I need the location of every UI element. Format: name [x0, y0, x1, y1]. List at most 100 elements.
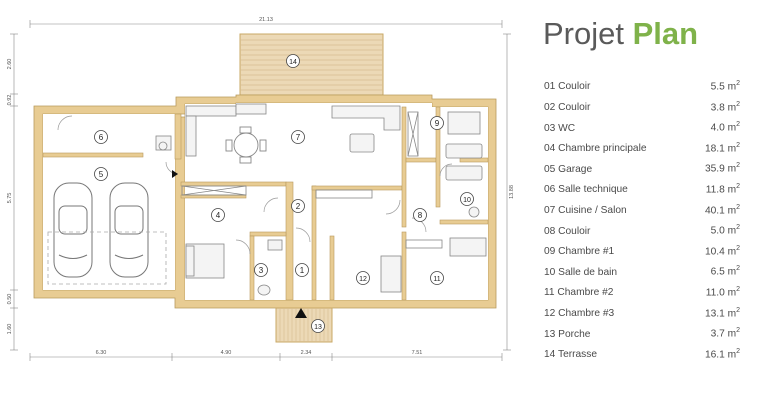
room-list-item: 06 Salle technique 11.8 m2 — [544, 183, 740, 204]
room-area: 6.5 m2 — [710, 265, 740, 278]
room-area: 16.1 m2 — [704, 347, 740, 361]
room-area: 40.1 m2 — [704, 203, 740, 216]
room-marker-1: 1 — [295, 263, 309, 277]
room-marker-10: 10 — [460, 192, 474, 206]
dim-left-5: 1.60 — [7, 324, 13, 335]
dim-left-4: 0.50 — [7, 294, 13, 305]
room-name: 07 Cuisine / Salon — [544, 204, 627, 216]
room-marker-13: 13 — [311, 319, 325, 333]
room-marker-label: 1 — [300, 266, 305, 275]
room-list-item: 13 Porche 3.7 m2 — [544, 327, 740, 348]
room-marker-label: 10 — [463, 197, 471, 204]
room-marker-12: 12 — [356, 271, 370, 285]
room-marker-label: 5 — [99, 170, 104, 179]
room-area: 11.8 m2 — [705, 182, 740, 196]
room-list-item: 10 Salle de bain 6.5 m2 — [544, 265, 740, 286]
room-area: 13.1 m2 — [704, 306, 740, 319]
room-marker-label: 12 — [359, 276, 367, 283]
interior-walls — [42, 106, 489, 301]
dimension-labels: 21.13 6.30 4.90 2.34 7.51 2.60 0.92 5.75… — [7, 17, 515, 356]
room-list-item: 07 Cuisine / Salon 40.1 m2 — [544, 204, 740, 225]
room-name: 08 Couloir — [544, 225, 591, 237]
room-marker-8: 8 — [413, 208, 427, 222]
room-marker-label: 4 — [216, 211, 221, 220]
room-marker-14: 14 — [286, 54, 300, 68]
car-icon — [53, 182, 93, 278]
room-marker-label: 6 — [99, 133, 104, 142]
dim-left-3: 5.75 — [7, 193, 13, 204]
room-marker-label: 7 — [296, 133, 301, 142]
room-list-item: 09 Chambre #1 10.4 m2 — [544, 245, 740, 266]
small-entrance-arrow-icon — [172, 170, 178, 178]
room-area: 5.5 m2 — [710, 80, 740, 93]
room-area: 3.7 m2 — [710, 327, 740, 340]
room-marker-11: 11 — [430, 271, 444, 285]
room-name: 04 Chambre principale — [544, 143, 647, 155]
room-name: 14 Terrasse — [544, 349, 598, 361]
room-marker-9: 9 — [430, 116, 444, 130]
room-marker-label: 9 — [435, 119, 440, 128]
room-marker-5: 5 — [94, 167, 108, 181]
room-list-item: 01 Couloir 5.5 m2 — [544, 80, 740, 101]
room-area: 18.1 m2 — [704, 141, 740, 155]
dim-bottom-1: 6.30 — [96, 350, 107, 356]
entrance-arrow-icon — [295, 308, 307, 318]
room-marker-6: 6 — [94, 130, 108, 144]
dim-bottom-3: 2.34 — [301, 350, 312, 356]
room-marker-label: 13 — [314, 324, 322, 331]
dim-left-2: 0.92 — [7, 95, 13, 106]
room-area: 10.4 m2 — [704, 244, 740, 258]
room-marker-7: 7 — [291, 130, 305, 144]
page-title: Projet Plan — [543, 12, 698, 56]
room-list-item: 12 Chambre #3 13.1 m2 — [544, 307, 740, 328]
room-marker-label: 2 — [296, 202, 301, 211]
dim-bottom-4: 7.51 — [412, 350, 423, 356]
cabinets — [181, 111, 443, 249]
dim-right: 13.88 — [509, 185, 515, 199]
room-marker-label: 3 — [259, 266, 264, 275]
room-marker-label: 11 — [433, 276, 440, 283]
bathroom-fixtures — [155, 135, 483, 296]
room-list-item: 03 WC 4.0 m2 — [544, 121, 740, 142]
dim-top-total: 21.13 — [259, 17, 273, 23]
room-marker-2: 2 — [291, 199, 305, 213]
room-area: 35.9 m2 — [704, 162, 740, 175]
room-list-item: 05 Garage 35.9 m2 — [544, 162, 740, 183]
bed — [185, 111, 487, 293]
kitchen-counter — [185, 103, 267, 157]
room-name: 09 Chambre #1 — [544, 246, 615, 258]
room-name: 05 Garage — [544, 163, 593, 175]
room-area: 5.0 m2 — [710, 224, 740, 237]
dim-left-1: 2.60 — [7, 59, 13, 70]
room-area: 4.0 m2 — [710, 121, 740, 134]
room-marker-4: 4 — [211, 208, 225, 222]
room-name: 03 WC — [544, 122, 576, 134]
room-name: 10 Salle de bain — [544, 266, 618, 278]
room-name: 13 Porche — [544, 328, 591, 340]
room-name: 01 Couloir — [544, 81, 591, 93]
room-marker-3: 3 — [254, 263, 268, 277]
room-list-item: 04 Chambre principale 18.1 m2 — [544, 142, 740, 163]
door-swings — [57, 115, 453, 255]
dining-table — [225, 126, 267, 164]
title-part-2: Plan — [632, 16, 699, 51]
car-icon — [109, 182, 149, 278]
room-name: 06 Salle technique — [544, 184, 628, 196]
sofa — [331, 105, 401, 153]
dimension-lines — [10, 20, 511, 361]
room-marker-label: 8 — [418, 211, 423, 220]
room-list-item: 14 Terrasse 16.1 m2 — [544, 348, 740, 369]
title-part-1: Projet — [543, 16, 624, 51]
room-list-item: 08 Couloir 5.0 m2 — [544, 224, 740, 245]
dim-bottom-2: 4.90 — [221, 350, 232, 356]
room-area: 3.8 m2 — [710, 100, 740, 113]
room-area: 11.0 m2 — [705, 285, 740, 299]
room-name: 12 Chambre #3 — [544, 307, 615, 319]
room-marker-label: 14 — [289, 59, 297, 66]
